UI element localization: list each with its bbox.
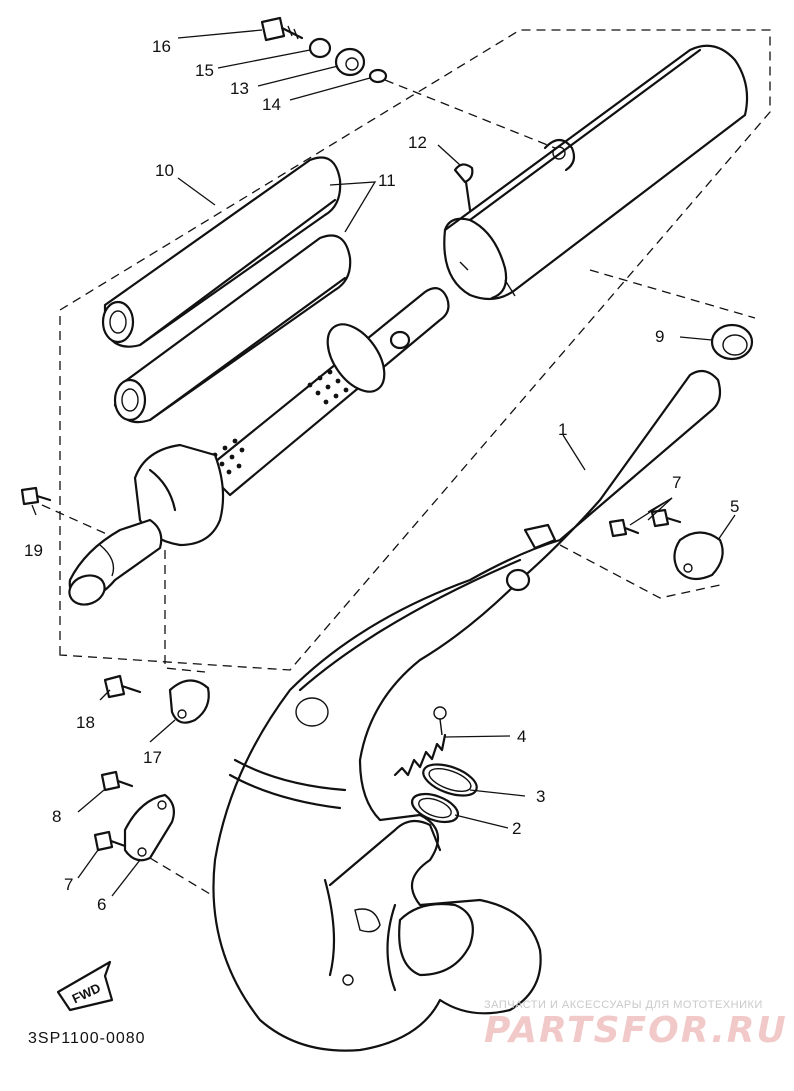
diagram-code: 3SP1100-0080 [28, 1030, 146, 1047]
callout-6: 6 [97, 895, 106, 914]
callout-18: 18 [76, 713, 95, 732]
bolt-7-lower [93, 830, 127, 852]
callouts: 16 15 13 14 12 10 11 9 1 7 5 19 18 17 4 … [24, 37, 739, 914]
washer-15 [308, 37, 332, 59]
watermark: ЗАПЧАСТИ И АКСЕССУАРЫ ДЛЯ МОТОТЕХНИКИ PA… [484, 999, 788, 1051]
spring-4 [393, 706, 447, 777]
callout-2: 2 [512, 819, 521, 838]
callout-3: 3 [536, 787, 545, 806]
bracket-17 [168, 679, 210, 724]
absorber-wool-upper [101, 156, 342, 348]
dashed-guide-17 [164, 550, 206, 673]
watermark-logo: PARTSFOR.RU [484, 1010, 788, 1051]
callout-10: 10 [155, 161, 174, 180]
gasket-9 [710, 323, 754, 361]
bracket-6 [123, 793, 175, 862]
collar-14 [368, 68, 388, 84]
callout-13: 13 [230, 79, 249, 98]
dashed-guide-19 [41, 504, 121, 541]
gasket-3 [422, 763, 478, 797]
absorber-wool-lower [113, 234, 352, 424]
bolt-7-upper-b [608, 518, 640, 538]
callout-17: 17 [143, 748, 162, 767]
watermark-tagline: ЗАПЧАСТИ И АКСЕССУАРЫ ДЛЯ МОТОТЕХНИКИ [484, 999, 763, 1011]
callout-7-upper: 7 [672, 473, 681, 492]
callout-7-lower: 7 [64, 875, 73, 894]
bolt-8 [100, 770, 134, 792]
bolt-19 [20, 486, 52, 506]
callout-14: 14 [262, 95, 281, 114]
callout-11: 11 [378, 171, 396, 190]
silencer-front-end [68, 443, 225, 606]
fwd-arrow: FWD [56, 960, 114, 1012]
callout-9: 9 [655, 327, 664, 346]
grommet-13 [334, 47, 366, 77]
leader-lines [31, 29, 736, 897]
callout-12: 12 [408, 133, 427, 152]
exhaust-pipe-main [212, 369, 722, 1052]
dashed-guide-14 [384, 79, 561, 151]
bracket-5 [673, 531, 724, 581]
silencer-outer-shell [443, 44, 749, 301]
callout-4: 4 [517, 727, 526, 746]
callout-8: 8 [52, 807, 61, 826]
callout-16: 16 [152, 37, 171, 56]
callout-5: 5 [730, 497, 739, 516]
perforated-inner-tube [203, 287, 450, 497]
bolt-18 [103, 674, 142, 699]
dashed-guide-5 [559, 544, 721, 599]
callout-1: 1 [558, 420, 567, 439]
callout-19: 19 [24, 541, 43, 560]
bolt-16 [260, 16, 304, 42]
callout-15: 15 [195, 61, 214, 80]
bolt-7-upper-a [650, 508, 682, 528]
dashed-group-silencer [59, 29, 771, 671]
dashed-group-pipe-right [589, 269, 756, 319]
bolt-12 [453, 163, 474, 212]
